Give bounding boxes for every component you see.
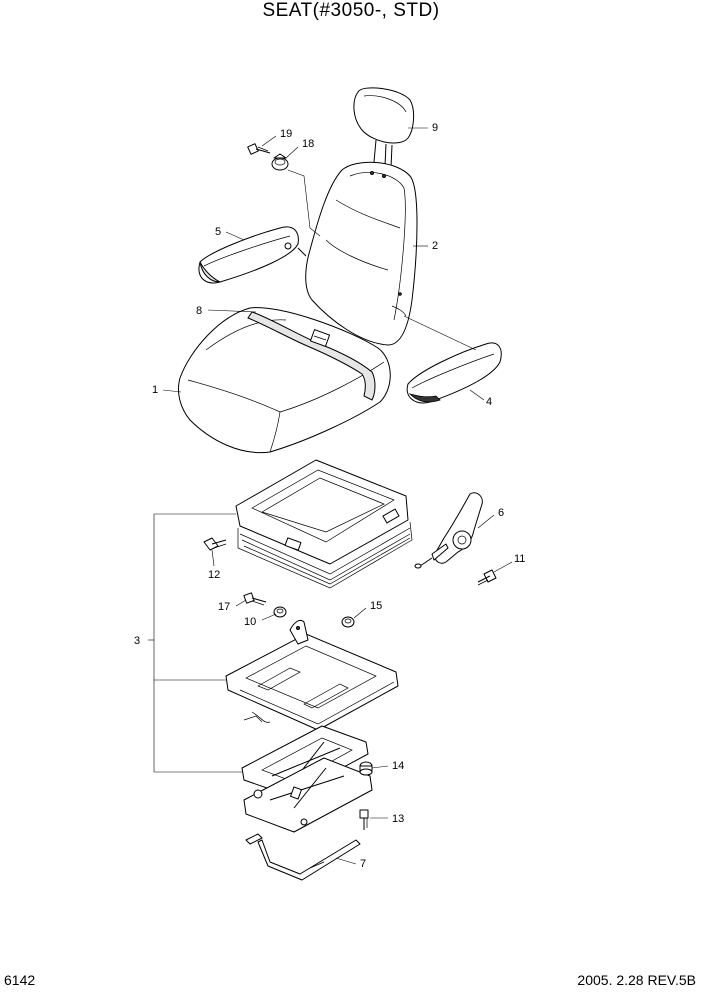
part-13-bolt[interactable]	[359, 809, 369, 830]
part-4-right-armrest[interactable]	[406, 342, 502, 404]
part-8-seat-belt[interactable]	[247, 311, 376, 401]
page-title: SEAT(#3050-, STD)	[262, 0, 440, 21]
part-10-nut[interactable]	[273, 606, 287, 618]
leader-4-top	[403, 315, 477, 351]
part-5-left-armrest[interactable]	[198, 226, 307, 284]
part-7-rod[interactable]	[245, 833, 361, 881]
part-3-base-frame[interactable]	[235, 459, 413, 589]
leader-19	[261, 135, 277, 147]
callout-9[interactable]: 9	[432, 122, 438, 134]
callout-15[interactable]: 15	[370, 600, 382, 612]
revision-date: 2005. 2.28 REV.5B	[577, 972, 696, 988]
callout-5[interactable]: 5	[215, 226, 221, 238]
leader-12	[211, 549, 215, 567]
leader-5	[225, 231, 245, 241]
part-17-bolt[interactable]	[243, 592, 267, 606]
leader-4	[469, 389, 485, 401]
callout-7[interactable]: 7	[360, 858, 366, 870]
part-11-bolt[interactable]	[477, 569, 497, 586]
leader-15	[353, 607, 367, 619]
callout-18[interactable]: 18	[302, 138, 314, 150]
leader-6	[477, 514, 495, 529]
part-6-adjustment-lever[interactable]	[414, 492, 483, 569]
callout-4[interactable]: 4	[486, 396, 492, 408]
leader-10	[261, 613, 277, 621]
callout-17[interactable]: 17	[218, 601, 230, 613]
leader-8	[207, 309, 257, 313]
callout-3[interactable]: 3	[134, 635, 140, 647]
part-3-suspension-frame[interactable]	[241, 725, 373, 833]
callout-11[interactable]: 11	[514, 553, 525, 565]
leader-17	[235, 599, 247, 607]
leader-1	[162, 389, 182, 393]
callout-10[interactable]: 10	[244, 616, 256, 628]
callout-6[interactable]: 6	[498, 507, 504, 519]
callout-8[interactable]: 8	[196, 305, 202, 317]
part-3-slide-rail-frame[interactable]	[225, 619, 399, 731]
callout-1[interactable]: 1	[152, 384, 158, 396]
leader-7	[335, 857, 357, 865]
leader-18-to-backrest	[287, 169, 321, 237]
part-15-nut[interactable]	[341, 616, 355, 628]
callout-2[interactable]: 2	[432, 240, 438, 252]
leader-11	[493, 561, 513, 573]
leader-14	[371, 765, 389, 769]
part-18-knob[interactable]	[271, 153, 289, 171]
leader-18	[285, 146, 299, 159]
part-2-backrest[interactable]	[305, 161, 418, 346]
part-19-bolt[interactable]	[247, 143, 271, 155]
part-14-cap[interactable]	[359, 761, 373, 776]
callout-12[interactable]: 12	[208, 569, 220, 581]
part-9-headrest[interactable]	[353, 87, 415, 169]
leader-3-bracket	[153, 513, 242, 773]
callout-14[interactable]: 14	[392, 760, 404, 772]
callout-19[interactable]: 19	[280, 128, 292, 140]
page-number: 6142	[4, 972, 36, 988]
part-1-seat-cushion[interactable]	[177, 307, 391, 454]
callout-13[interactable]: 13	[392, 813, 404, 825]
part-12-bolt[interactable]	[203, 537, 227, 551]
